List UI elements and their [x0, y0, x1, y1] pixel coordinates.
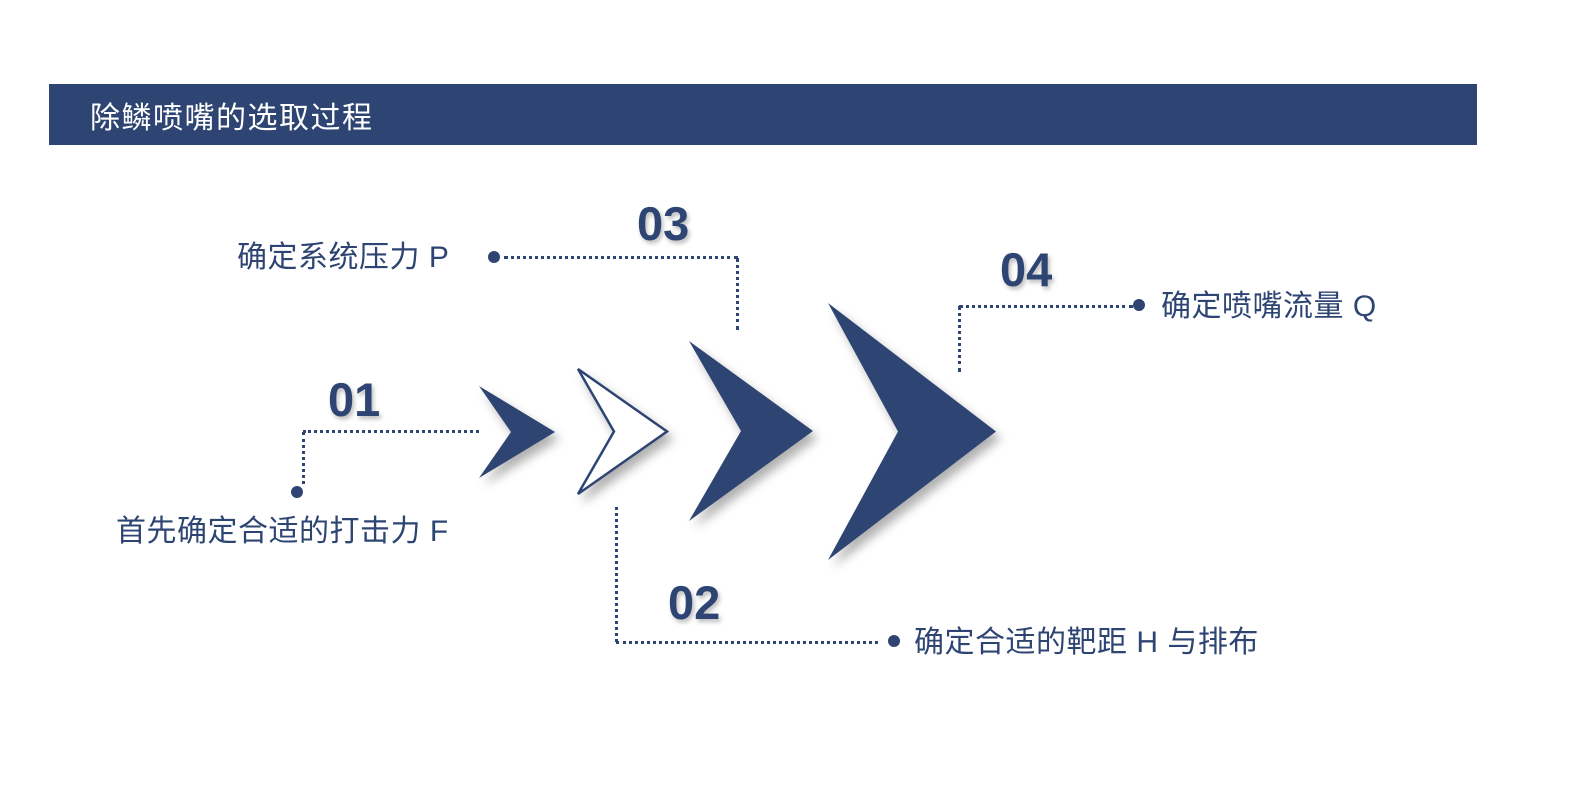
step-02-label: 确定合适的靶距 H 与排布 — [914, 626, 1259, 659]
step-02-connector-horizontal — [616, 641, 878, 644]
step-03-number: 03 — [637, 197, 690, 250]
step-03-connector-horizontal — [504, 256, 738, 259]
chevron-arrow-3 — [689, 341, 813, 521]
step-02-number: 02 — [668, 576, 721, 629]
step-04-connector-vertical — [958, 306, 961, 372]
title-bar: 除鳞喷嘴的选取过程 — [49, 84, 1477, 145]
slide-title: 除鳞喷嘴的选取过程 — [90, 101, 374, 135]
step-01-endpoint-dot — [291, 486, 303, 498]
step-03-connector-vertical — [736, 258, 739, 330]
chevron-arrow-1 — [479, 386, 555, 478]
step-01-number: 01 — [328, 373, 381, 426]
step-01-label: 首先确定合适的打击力 F — [116, 515, 449, 548]
step-04-endpoint-dot — [1133, 299, 1145, 311]
step-04-number: 04 — [1000, 243, 1053, 296]
step-02-connector-vertical — [615, 507, 618, 642]
step-03-endpoint-dot — [488, 251, 500, 263]
step-04-label: 确定喷嘴流量 Q — [1161, 290, 1377, 323]
step-04-connector-horizontal — [959, 305, 1133, 308]
step-01-connector-vertical — [302, 432, 305, 484]
chevron-arrow-4 — [828, 303, 996, 560]
step-03-label: 确定系统压力 P — [237, 241, 450, 274]
step-01-connector-horizontal — [303, 430, 479, 433]
chevron-arrow-2-outline — [576, 367, 669, 496]
step-02-endpoint-dot — [888, 635, 900, 647]
